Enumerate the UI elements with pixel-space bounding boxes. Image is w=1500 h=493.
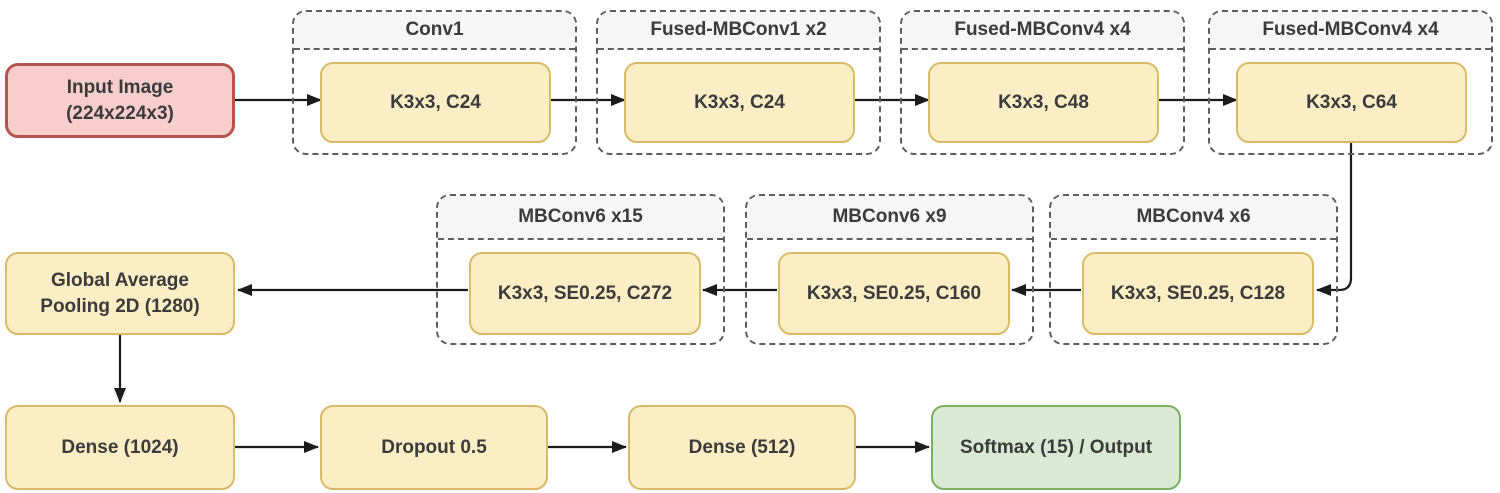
stage-mbconv6-x15: MBConv6 x15 K3x3, SE0.25, C272 xyxy=(436,194,725,345)
stage-mbconv4-x6: MBConv4 x6 K3x3, SE0.25, C128 xyxy=(1049,194,1338,345)
stage-mbconv6-x9: MBConv6 x9 K3x3, SE0.25, C160 xyxy=(745,194,1034,345)
stage-fused-mbconv4b: Fused-MBConv4 x4 K3x3, C64 xyxy=(1208,10,1493,155)
gap-label-line2: Pooling 2D (1280) xyxy=(40,295,200,317)
input-image-label-line2: (224x224x3) xyxy=(66,102,174,124)
dense-512-node: Dense (512) xyxy=(628,405,856,490)
gap-label-line1: Global Average xyxy=(51,269,189,291)
layer-box-conv1: K3x3, C24 xyxy=(320,62,551,143)
dropout-node: Dropout 0.5 xyxy=(320,405,548,490)
layer-box-mbconv6-x9: K3x3, SE0.25, C160 xyxy=(778,252,1010,335)
dense-1024-node: Dense (1024) xyxy=(5,405,235,490)
layer-box-fused-mbconv1: K3x3, C24 xyxy=(624,62,855,143)
stage-header: MBConv6 x15 xyxy=(438,196,723,240)
stage-header: Fused-MBConv4 x4 xyxy=(902,12,1183,50)
layer-box-fused-mbconv4b: K3x3, C64 xyxy=(1236,62,1467,143)
stage-fused-mbconv1: Fused-MBConv1 x2 K3x3, C24 xyxy=(596,10,881,155)
input-image-label-line1: Input Image xyxy=(66,76,174,98)
input-image-node: Input Image (224x224x3) xyxy=(5,63,235,138)
layer-box-mbconv4-x6: K3x3, SE0.25, C128 xyxy=(1082,252,1314,335)
stage-conv1: Conv1 K3x3, C24 xyxy=(292,10,577,155)
stage-header: Conv1 xyxy=(294,12,575,50)
layer-box-fused-mbconv4a: K3x3, C48 xyxy=(928,62,1159,143)
stage-header: Fused-MBConv1 x2 xyxy=(598,12,879,50)
softmax-output-node: Softmax (15) / Output xyxy=(931,405,1181,490)
stage-header: MBConv6 x9 xyxy=(747,196,1032,240)
stage-header: MBConv4 x6 xyxy=(1051,196,1336,240)
stage-fused-mbconv4a: Fused-MBConv4 x4 K3x3, C48 xyxy=(900,10,1185,155)
layer-box-mbconv6-x15: K3x3, SE0.25, C272 xyxy=(469,252,701,335)
global-average-pooling-node: Global Average Pooling 2D (1280) xyxy=(5,252,235,335)
stage-header: Fused-MBConv4 x4 xyxy=(1210,12,1491,50)
